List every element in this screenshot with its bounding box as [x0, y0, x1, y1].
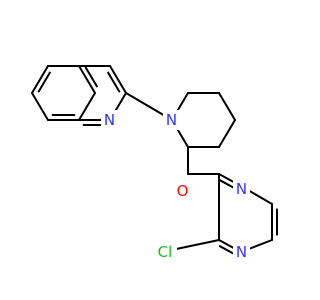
bond-zN2-z4-inner: [218, 245, 237, 256]
bond-q7-q8-inner: [107, 71, 121, 93]
chlorine-atom: Cl: [153, 242, 177, 262]
pyrazine-nitrogen-top: N: [233, 179, 250, 199]
chlorine-label: Cl: [158, 243, 173, 261]
piperidine-nitrogen-label: N: [166, 111, 177, 129]
atom-label-layer: N N O N N Cl: [101, 110, 250, 262]
pyrazine-nitrogen-bottom: N: [233, 242, 250, 262]
bond-q1-q2-inner: [37, 71, 51, 93]
bond-q5-q6-inner: [84, 66, 98, 88]
pyrazine-nitrogen-bottom-label: N: [236, 243, 247, 261]
piperidine-nitrogen: N: [163, 110, 180, 130]
molecule-svg: N N O N N Cl: [31, 65, 278, 262]
bond-layer: [31, 65, 278, 256]
quinoline-nitrogen-label: N: [104, 111, 115, 129]
quinoline-nitrogen: N: [101, 110, 118, 130]
pyrazine-nitrogen-top-label: N: [236, 180, 247, 198]
molecule-diagram: N N O N N Cl: [31, 65, 278, 262]
bond-q5-q6: [78, 65, 96, 94]
ether-oxygen: O: [174, 181, 191, 201]
bond-p4-p5: [218, 92, 236, 121]
bond-q1-q2: [31, 65, 49, 94]
bond-q4-q5: [78, 92, 96, 121]
bond-z1-zN1-inner: [218, 179, 237, 190]
bond-p3-p4: [218, 119, 236, 148]
ether-oxygen-label: O: [177, 182, 189, 200]
bond-q7-q8: [109, 65, 127, 94]
bond-q2-q3: [31, 92, 49, 121]
